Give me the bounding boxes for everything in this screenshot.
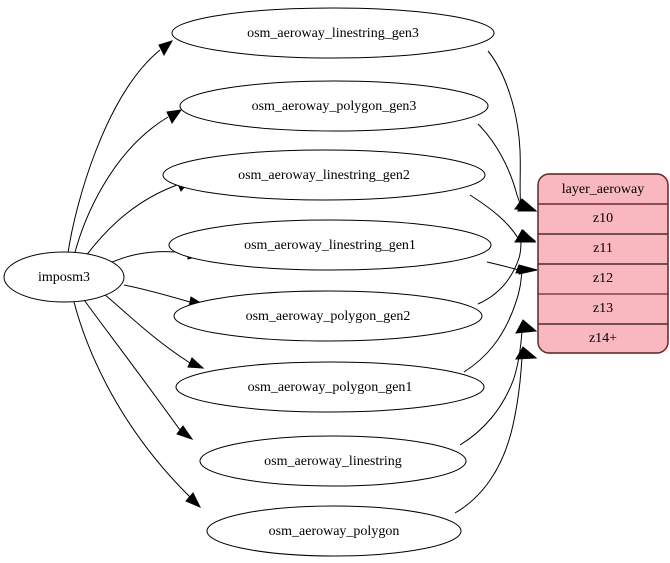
table-row-z11-label: z11 (593, 241, 613, 256)
node-osm-aeroway-polygon-gen1-label: osm_aeroway_polygon_gen1 (248, 380, 413, 395)
edges-to-table (454, 50, 538, 514)
arrowhead-polygon-gen3 (166, 109, 183, 125)
edge-linestring-to-z13 (459, 330, 523, 446)
node-osm-aeroway-linestring-gen3-label: osm_aeroway_linestring_gen3 (247, 26, 419, 41)
arrowhead-linestring (176, 425, 194, 440)
node-osm-aeroway-polygon-gen2-label: osm_aeroway_polygon_gen2 (246, 309, 411, 324)
node-osm-aeroway-polygon-gen1-shape[interactable] (175, 361, 485, 413)
table-row-z14plus[interactable]: z14+ (589, 331, 617, 346)
node-osm-aeroway-linestring-gen2-label: osm_aeroway_linestring_gen2 (238, 168, 410, 183)
table-row-z11[interactable]: z11 (538, 241, 668, 265)
arrowhead-z11-b (514, 229, 537, 243)
node-osm-aeroway-linestring-shape[interactable] (199, 435, 467, 487)
table-row-z13-label: z13 (593, 301, 613, 316)
node-layer-aeroway-table[interactable]: layer_aeroway z10 z11 z12 z13 (537, 173, 669, 354)
edge-polygon-to-z14plus (454, 356, 523, 514)
node-osm-aeroway-linestring-gen2-shape[interactable] (162, 149, 486, 201)
node-osm-aeroway-linestring[interactable]: osm_aeroway_linestring (199, 435, 467, 487)
table-header-label: layer_aeroway (562, 182, 644, 197)
node-osm-aeroway-polygon-gen3[interactable]: osm_aeroway_polygon_gen3 (179, 80, 489, 132)
arrowhead-z10-b (514, 198, 537, 211)
edge-polygon-gen2-to-z11 (477, 239, 522, 305)
table-row-z14plus-label: z14+ (589, 331, 617, 346)
node-osm-aeroway-linestring-gen2[interactable]: osm_aeroway_linestring_gen2 (162, 149, 486, 201)
edge-imposm3-to-linestring-gen2 (81, 184, 178, 262)
node-osm-aeroway-linestring-gen3-shape[interactable] (171, 7, 495, 59)
node-osm-aeroway-polygon[interactable]: osm_aeroway_polygon (206, 505, 462, 557)
edge-imposm3-to-polygon-gen1 (98, 289, 191, 364)
node-imposm3[interactable]: imposm3 (3, 251, 125, 303)
node-osm-aeroway-linestring-gen1[interactable]: osm_aeroway_linestring_gen1 (168, 219, 492, 271)
edge-linestring-gen2-to-z11 (469, 194, 519, 239)
node-osm-aeroway-polygon-shape[interactable] (206, 505, 462, 557)
node-osm-aeroway-polygon-gen1[interactable]: osm_aeroway_polygon_gen1 (175, 361, 485, 413)
node-osm-aeroway-linestring-gen1-shape[interactable] (168, 219, 492, 271)
edge-imposm3-to-linestring (81, 296, 181, 431)
node-osm-aeroway-linestring-label: osm_aeroway_linestring (264, 454, 402, 469)
node-osm-aeroway-polygon-gen2-shape[interactable] (173, 290, 483, 342)
edge-polygon-gen3-to-z10 (477, 123, 522, 209)
edge-linestring-gen3-to-z10 (487, 50, 522, 209)
arrowhead-linestring-gen3 (158, 40, 174, 57)
arrowhead-z14plus (515, 346, 538, 360)
table-row-z10-label: z10 (593, 211, 613, 226)
table-row-z12-label: z12 (593, 271, 613, 286)
node-osm-aeroway-linestring-gen3[interactable]: osm_aeroway_linestring_gen3 (171, 7, 495, 59)
edge-polygon-gen1-to-z12 (463, 270, 523, 373)
edge-imposm3-to-polygon-gen2 (123, 284, 191, 303)
arrowhead-polygon-gen1 (187, 357, 205, 369)
table-header-row: layer_aeroway (538, 182, 668, 205)
edge-imposm3-to-linestring-gen3 (67, 49, 161, 254)
edge-imposm3-to-polygon-gen3 (73, 116, 169, 257)
table-row-z13[interactable]: z13 (538, 301, 668, 325)
node-osm-aeroway-polygon-gen3-shape[interactable] (179, 80, 489, 132)
table-row-z12[interactable]: z12 (538, 271, 668, 295)
node-osm-aeroway-polygon-label: osm_aeroway_polygon (269, 524, 400, 539)
arrowhead-z13 (515, 319, 538, 334)
node-imposm3-label: imposm3 (38, 270, 90, 285)
node-osm-aeroway-polygon-gen2[interactable]: osm_aeroway_polygon_gen2 (173, 290, 483, 342)
node-osm-aeroway-linestring-gen1-label: osm_aeroway_linestring_gen1 (244, 238, 416, 253)
edge-imposm3-to-polygon (73, 301, 191, 498)
node-imposm3-shape[interactable] (3, 251, 125, 303)
table-row-z10[interactable]: z10 (538, 211, 668, 235)
arrowhead-z12-b (515, 264, 538, 274)
table-outline (537, 173, 669, 354)
node-osm-aeroway-polygon-gen3-label: osm_aeroway_polygon_gen3 (252, 99, 417, 114)
arrowhead-polygon (185, 492, 202, 508)
